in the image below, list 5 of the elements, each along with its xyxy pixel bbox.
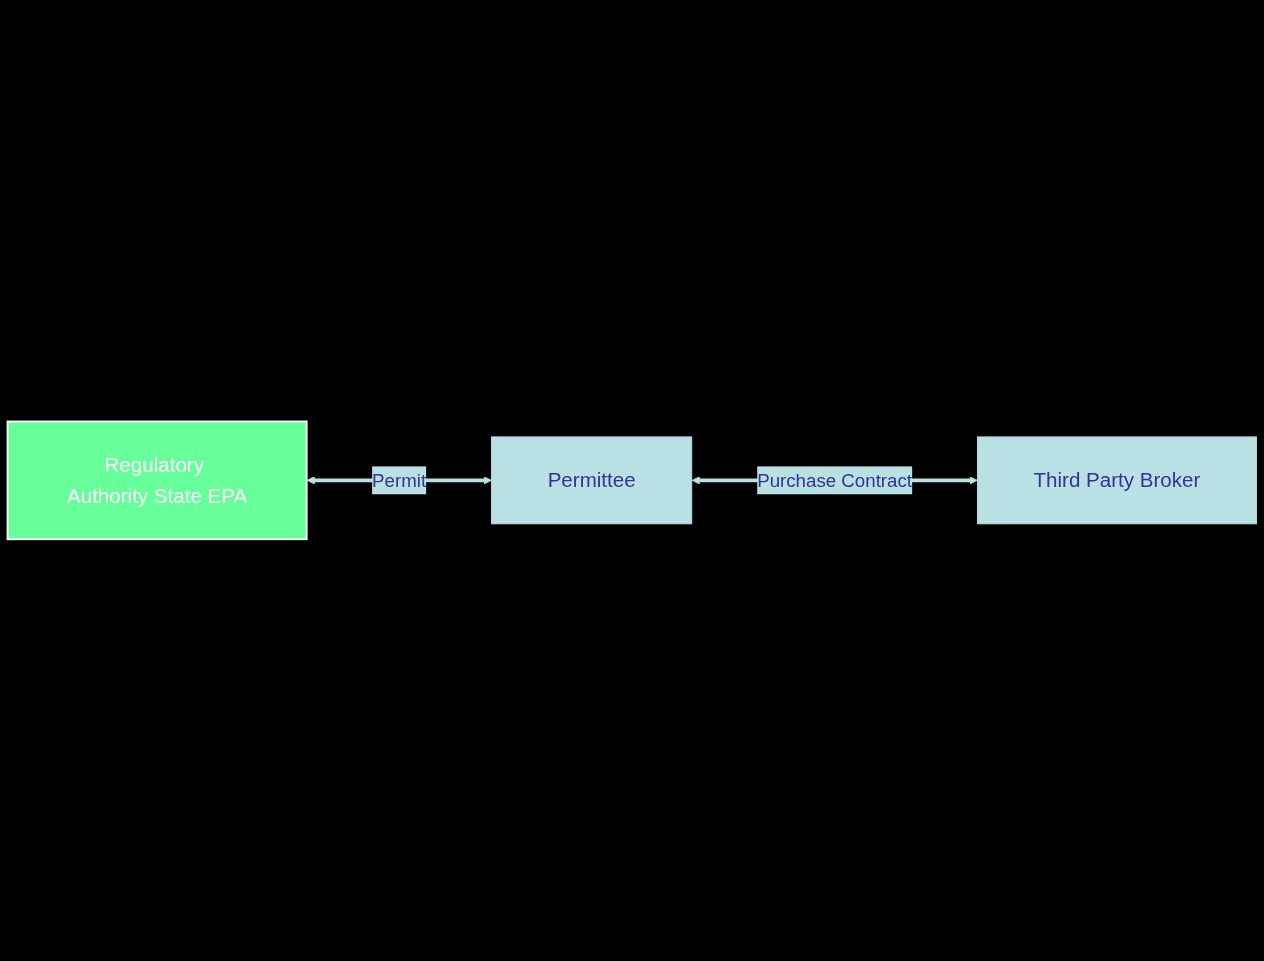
node-box: Permittee [491,436,693,525]
edge-label: Purchase Contract [757,470,912,491]
node-box: Third Party Broker [976,436,1257,525]
node-box: Regulatory Authority State EPA [6,420,308,541]
edge-label: Permit [372,470,427,491]
